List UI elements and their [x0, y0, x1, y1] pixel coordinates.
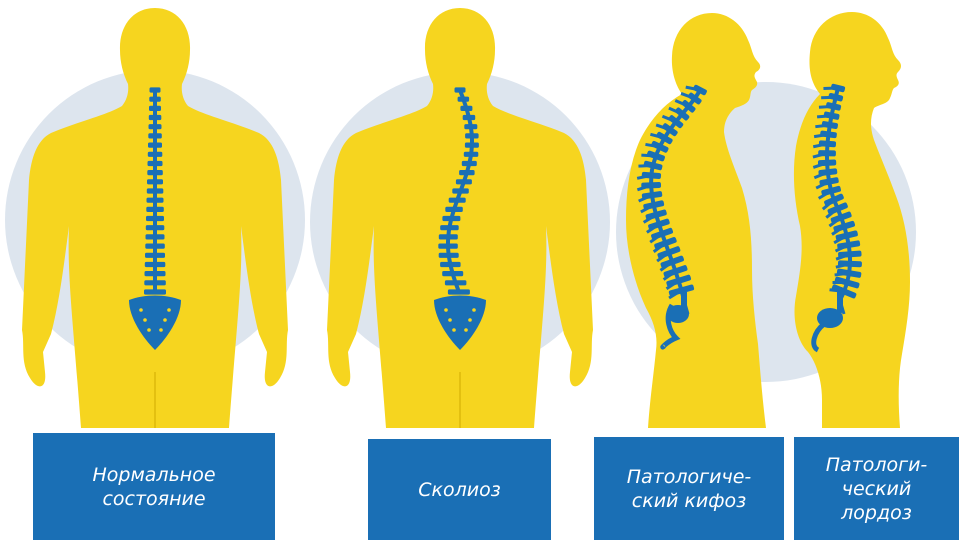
sacral-foramen [159, 328, 163, 332]
vertebra [149, 115, 162, 120]
vertebra [147, 188, 164, 193]
label-kyphosis: Патологиче- ский кифоз [594, 437, 784, 540]
vertebra [459, 170, 475, 175]
vertebra [148, 161, 163, 166]
sacral-foramen [452, 328, 456, 332]
sacral-foramen [163, 318, 167, 322]
sacral-foramen [468, 318, 472, 322]
vertebra [144, 289, 166, 294]
vertebra [448, 289, 470, 294]
vertebra [440, 225, 459, 230]
vertebra [455, 87, 466, 92]
sacral-foramen [143, 318, 147, 322]
vertebra [149, 97, 161, 102]
sacral-foramen [448, 318, 452, 322]
vertebra [146, 225, 165, 230]
vertebra [449, 198, 466, 203]
label-normal-text: Нормальное состояние [92, 463, 215, 511]
vertebra [145, 271, 166, 276]
vertebra [149, 106, 161, 111]
vertebra [439, 234, 458, 239]
label-scoliosis: Сколиоз [368, 439, 551, 540]
vertebra [462, 161, 477, 166]
vertebra [456, 179, 472, 184]
vertebra [147, 170, 163, 175]
vertebra [148, 143, 162, 148]
label-lordosis: Патологи- ческий лордоз [794, 437, 959, 540]
vertebra [438, 244, 458, 249]
vertebra [465, 133, 479, 138]
vertebra [464, 124, 477, 129]
vertebra [145, 253, 165, 258]
sacrum-body [667, 305, 689, 323]
vertebra [147, 179, 163, 184]
vertebra [147, 198, 164, 203]
sacral-foramen [167, 308, 171, 312]
vertebra [445, 280, 467, 285]
label-kyphosis-text: Патологиче- ский кифоз [627, 465, 752, 513]
vertebra [445, 207, 463, 212]
vertebra [452, 188, 469, 193]
sacral-foramen [472, 308, 476, 312]
vertebra [465, 143, 479, 148]
vertebra [148, 133, 162, 138]
vertebra [149, 124, 162, 129]
vertebra [146, 216, 164, 221]
vertebra [145, 262, 166, 267]
vertebra [146, 234, 165, 239]
sacral-foramen [464, 328, 468, 332]
vertebra [463, 115, 476, 120]
sacral-foramen [147, 328, 151, 332]
sacral-foramen [139, 308, 143, 312]
vertebra [458, 97, 470, 102]
sacral-foramen [444, 308, 448, 312]
vertebra [464, 152, 479, 157]
vertebra [145, 244, 165, 249]
vertebra [442, 271, 463, 276]
vertebra [150, 87, 161, 92]
vertebra [148, 152, 163, 157]
label-lordosis-text: Патологи- ческий лордоз [826, 453, 928, 525]
vertebra [439, 253, 459, 258]
vertebra [144, 280, 166, 285]
vertebra [146, 207, 164, 212]
vertebra [460, 106, 472, 111]
vertebra [442, 216, 460, 221]
vertebra [440, 262, 461, 267]
label-normal: Нормальное состояние [33, 433, 275, 540]
label-scoliosis-text: Сколиоз [418, 478, 501, 502]
